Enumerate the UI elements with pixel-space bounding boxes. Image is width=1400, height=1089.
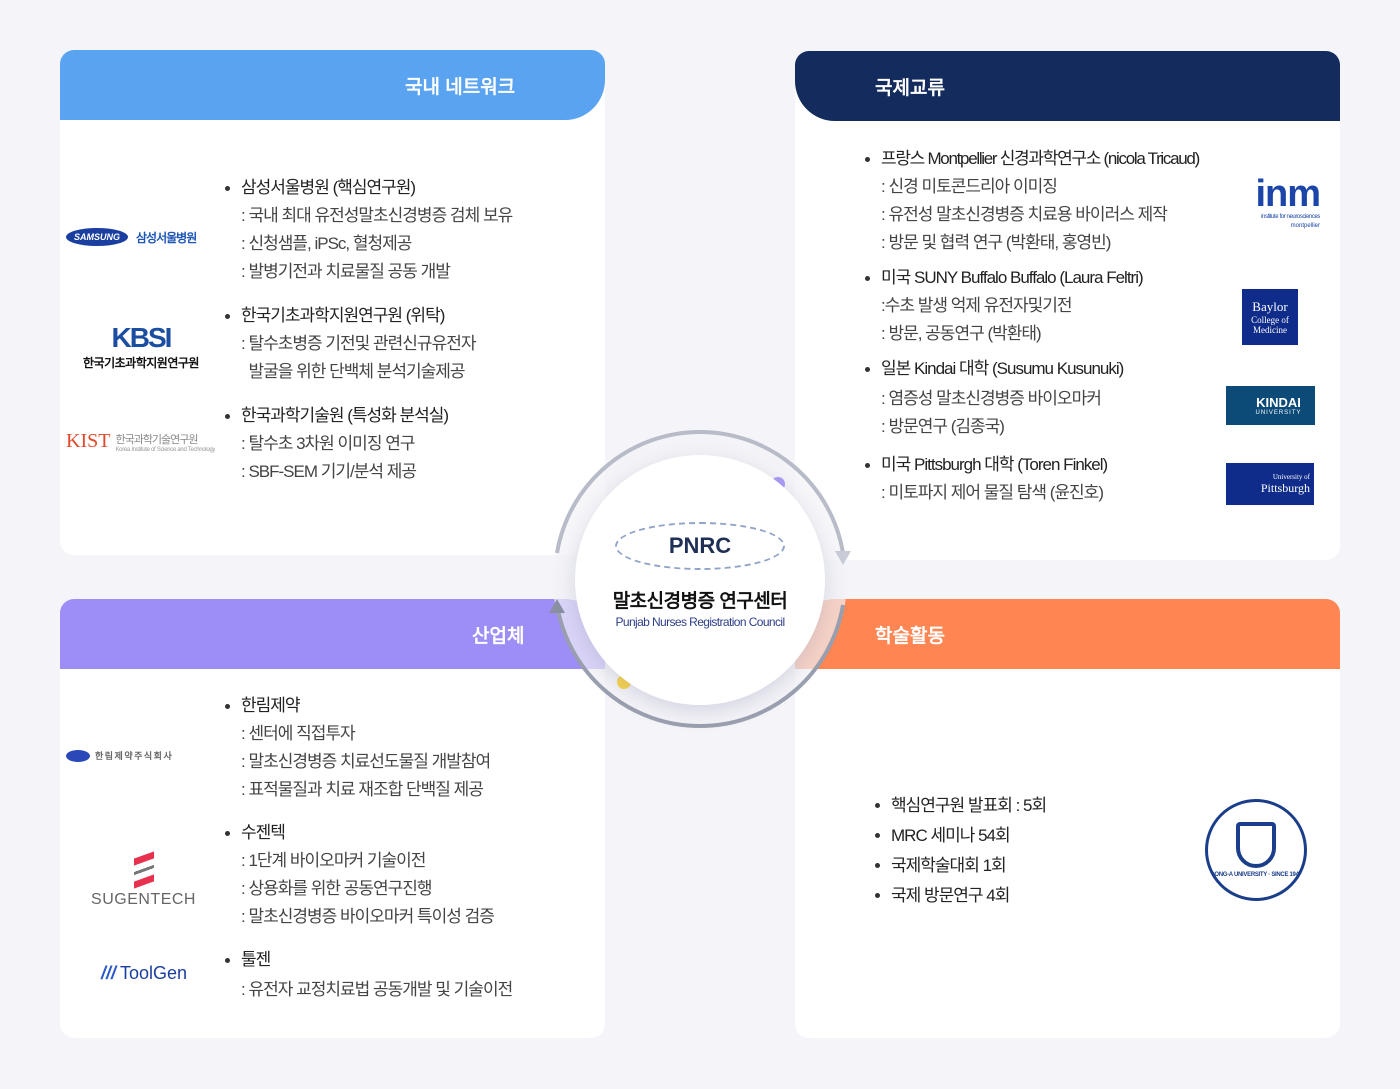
arrow-up-icon [549, 599, 565, 613]
international-title: 국제교류 [875, 77, 945, 99]
domestic-header: 국내 네트워크 [60, 50, 605, 120]
industry-group-1: 수젠텍: 1단계 바이오마커 기술이전: 상용화를 위한 공동연구진행: 말초신… [225, 819, 495, 931]
domestic-network-card: 국내 네트워크 SAMSUNG 삼성서울병원 KBSI 한국기초과학지원연구원 … [60, 50, 605, 555]
sugentech-logo: SUGENTECH [76, 851, 211, 909]
toolgen-mark: /// [100, 963, 116, 983]
domestic-title: 국내 네트워크 [405, 76, 516, 98]
industry-group-2: 툴젠: 유전자 교정치료법 공동개발 및 기술이전 [225, 946, 513, 1004]
cycle-arc-bottom [555, 604, 845, 728]
academic-list: 핵심연구원 발표회 : 5회 MRC 세미나 54회 국제학술대회 1회 국제 … [875, 791, 1047, 911]
center-name: 말초신경병증 연구센터 [612, 590, 788, 612]
samsung-logo: SAMSUNG 삼성서울병원 [66, 228, 216, 246]
pnrc-logo: PNRC [615, 521, 785, 570]
industry-group-0: 한림제약: 센터에 직접투자: 말초신경병증 치료선도물질 개발참여: 표적물질… [225, 692, 491, 804]
industry-card: 산업체 한 림 제 약 주 식 회 사 SUGENTECH /// ToolGe… [60, 599, 605, 1038]
international-card: 국제교류 프랑스 Montpellier 신경과학연구소 (nicola Tri… [795, 51, 1340, 560]
hanlim-emblem [66, 749, 90, 762]
center-subtitle: Punjab Nurses Registration Council [615, 614, 785, 629]
toolgen-logo: /// ToolGen [100, 963, 188, 983]
hanlim-logo: 한 림 제 약 주 식 회 사 [66, 749, 216, 762]
arrow-down-icon [835, 551, 851, 565]
domestic-group-0: 삼성서울병원 (핵심연구원): 국내 최대 유전성말초신경병증 검체 보유: 신… [225, 174, 513, 286]
academic-title: 학술활동 [875, 625, 945, 647]
shield-icon [1236, 822, 1276, 868]
international-header: 국제교류 [795, 51, 1340, 121]
international-group-2: 일본 Kindai 대학 (Susumu Kusunuki): 염증성 말초신경… [865, 355, 1124, 441]
cycle-arc-top [555, 430, 845, 554]
kbsi-logo: KBSI 한국기초과학지원연구원 [83, 322, 199, 370]
industry-header: 산업체 [60, 599, 605, 669]
domestic-group-1: 한국기초과학지원연구원 (위탁): 탈수초병증 기전및 관련신규유전자 발굴을 … [225, 302, 476, 386]
industry-title: 산업체 [472, 625, 525, 647]
domestic-group-2: 한국과학기술원 (특성화 분석실): 탈수초 3차원 이미징 연구: SBF-S… [225, 402, 449, 486]
academic-header: 학술활동 [795, 599, 1340, 669]
academic-card: 학술활동 핵심연구원 발표회 : 5회 MRC 세미나 54회 국제학술대회 1… [795, 599, 1340, 1038]
international-group-3: 미국 Pittsburgh 대학 (Toren Finkel): 미토파지 제어… [865, 451, 1108, 507]
international-group-0: 프랑스 Montpellier 신경과학연구소 (nicola Tricaud)… [865, 145, 1200, 257]
inm-logo: inm institute for neurosciences montpell… [1255, 175, 1320, 229]
donga-university-seal: DONG-A UNIVERSITY · SINCE 1946 [1205, 799, 1307, 901]
sugentech-mark [133, 851, 154, 889]
international-group-1: 미국 SUNY Buffalo Buffalo (Laura Feltri):수… [865, 264, 1144, 348]
center-circle: PNRC 말초신경병증 연구센터 Punjab Nurses Registrat… [575, 455, 825, 705]
